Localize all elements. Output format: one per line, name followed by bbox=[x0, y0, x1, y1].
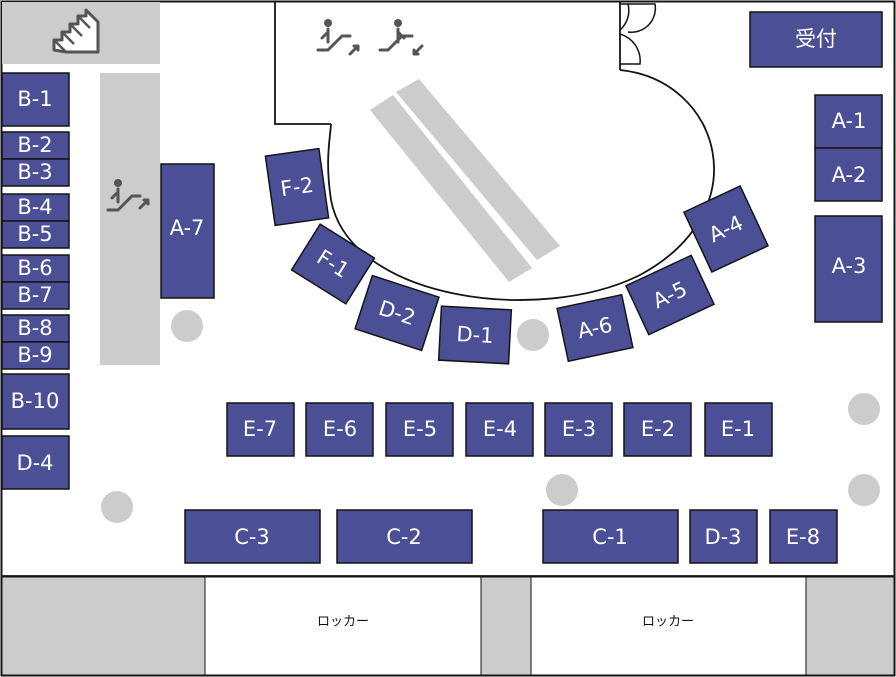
booth-c-1[interactable]: C-1 bbox=[542, 509, 679, 564]
escalator-down-icon bbox=[378, 19, 424, 56]
locker-area-right bbox=[530, 576, 807, 676]
svg-text:B-8: B-8 bbox=[17, 316, 52, 340]
booth-b-7[interactable]: B-7 bbox=[1, 281, 70, 310]
booth-e-4[interactable]: E-4 bbox=[465, 402, 534, 457]
pillar bbox=[546, 474, 578, 506]
svg-text:A-2: A-2 bbox=[832, 163, 867, 187]
bottom-gray-middle bbox=[480, 576, 532, 676]
svg-text:E-4: E-4 bbox=[483, 417, 517, 441]
svg-text:B-3: B-3 bbox=[17, 160, 52, 184]
booth-a-2[interactable]: A-2 bbox=[814, 147, 883, 202]
svg-text:B-4: B-4 bbox=[17, 195, 52, 219]
escalator-corridor bbox=[100, 73, 160, 365]
booth-a-5[interactable]: A-5 bbox=[624, 254, 716, 336]
svg-text:E-5: E-5 bbox=[403, 417, 437, 441]
svg-text:E-8: E-8 bbox=[786, 525, 820, 549]
booth-e-8[interactable]: E-8 bbox=[769, 509, 838, 564]
pillar bbox=[517, 319, 549, 351]
svg-text:E-6: E-6 bbox=[323, 417, 357, 441]
booth-e-6[interactable]: E-6 bbox=[305, 402, 374, 457]
svg-text:B-2: B-2 bbox=[17, 133, 52, 157]
booth-b-5[interactable]: B-5 bbox=[1, 220, 70, 249]
booth-b-1[interactable]: B-1 bbox=[1, 72, 70, 127]
svg-text:E-3: E-3 bbox=[562, 417, 596, 441]
central-hall-outline bbox=[327, 69, 715, 301]
booth-f-1[interactable]: F-1 bbox=[290, 223, 376, 305]
booth-e-2[interactable]: E-2 bbox=[623, 402, 692, 457]
pillar bbox=[848, 474, 880, 506]
booth-f-2[interactable]: F-2 bbox=[264, 147, 330, 227]
svg-text:C-2: C-2 bbox=[386, 525, 422, 549]
svg-text:D-4: D-4 bbox=[16, 451, 53, 475]
svg-text:A-3: A-3 bbox=[832, 254, 867, 278]
svg-text:F-2: F-2 bbox=[279, 173, 315, 201]
pillar bbox=[848, 393, 880, 425]
escalator-strip-2 bbox=[396, 79, 560, 260]
pillar bbox=[171, 310, 203, 342]
bottom-gray-left bbox=[1, 576, 206, 676]
stairs-icon bbox=[52, 8, 100, 54]
booth-d-1[interactable]: D-1 bbox=[437, 305, 513, 365]
escalator-strip-1 bbox=[370, 95, 532, 282]
svg-text:E-7: E-7 bbox=[243, 417, 277, 441]
booth-c-3[interactable]: C-3 bbox=[184, 509, 321, 564]
booth-b-8[interactable]: B-8 bbox=[1, 314, 70, 343]
booth-e-3[interactable]: E-3 bbox=[544, 402, 613, 457]
booth-a-4[interactable]: A-4 bbox=[682, 184, 770, 274]
booth-a-1[interactable]: A-1 bbox=[814, 94, 883, 149]
svg-text:B-7: B-7 bbox=[17, 283, 52, 307]
reception-booth[interactable] bbox=[749, 11, 883, 68]
svg-text:A-7: A-7 bbox=[170, 216, 205, 240]
escalator-room-wall bbox=[274, 2, 331, 125]
svg-text:D-3: D-3 bbox=[704, 525, 741, 549]
svg-text:A-1: A-1 bbox=[832, 109, 867, 133]
svg-text:E-2: E-2 bbox=[641, 417, 675, 441]
door bbox=[619, 3, 657, 65]
svg-text:B-6: B-6 bbox=[17, 256, 52, 280]
booth-b-10[interactable]: B-10 bbox=[1, 373, 70, 430]
locker-area-left bbox=[204, 576, 482, 676]
booth-d-4[interactable]: D-4 bbox=[1, 435, 70, 490]
booth-a-6[interactable]: A-6 bbox=[556, 293, 634, 363]
booth-b-2[interactable]: B-2 bbox=[1, 131, 70, 160]
escalator-up-icon bbox=[106, 179, 150, 212]
booth-b-4[interactable]: B-4 bbox=[1, 193, 70, 222]
svg-text:B-9: B-9 bbox=[17, 343, 52, 367]
booth-c-2[interactable]: C-2 bbox=[336, 509, 473, 564]
booth-e-7[interactable]: E-7 bbox=[226, 402, 295, 457]
booth-d-2[interactable]: D-2 bbox=[354, 274, 440, 352]
svg-text:B-1: B-1 bbox=[17, 87, 52, 111]
booth-a-7[interactable]: A-7 bbox=[160, 163, 215, 299]
locker-label: ロッカー bbox=[642, 615, 694, 630]
booth-a-3[interactable]: A-3 bbox=[814, 215, 883, 323]
svg-text:C-1: C-1 bbox=[592, 525, 628, 549]
svg-text:E-1: E-1 bbox=[721, 417, 755, 441]
pillar bbox=[101, 491, 133, 523]
svg-text:C-3: C-3 bbox=[234, 525, 270, 549]
reception-label: 受付 bbox=[795, 27, 837, 51]
svg-text:B-10: B-10 bbox=[11, 389, 60, 413]
booth-e-1[interactable]: E-1 bbox=[704, 402, 773, 457]
locker-label: ロッカー bbox=[317, 615, 369, 630]
bottom-gray-right bbox=[805, 576, 895, 676]
booth-b-3[interactable]: B-3 bbox=[1, 158, 70, 187]
booth-b-9[interactable]: B-9 bbox=[1, 341, 70, 370]
booth-d-3[interactable]: D-3 bbox=[689, 509, 758, 564]
booth-e-5[interactable]: E-5 bbox=[385, 402, 454, 457]
svg-text:D-1: D-1 bbox=[456, 322, 494, 348]
escalator-up-icon bbox=[316, 19, 360, 56]
booth-b-6[interactable]: B-6 bbox=[1, 254, 70, 283]
svg-text:B-5: B-5 bbox=[17, 222, 52, 246]
